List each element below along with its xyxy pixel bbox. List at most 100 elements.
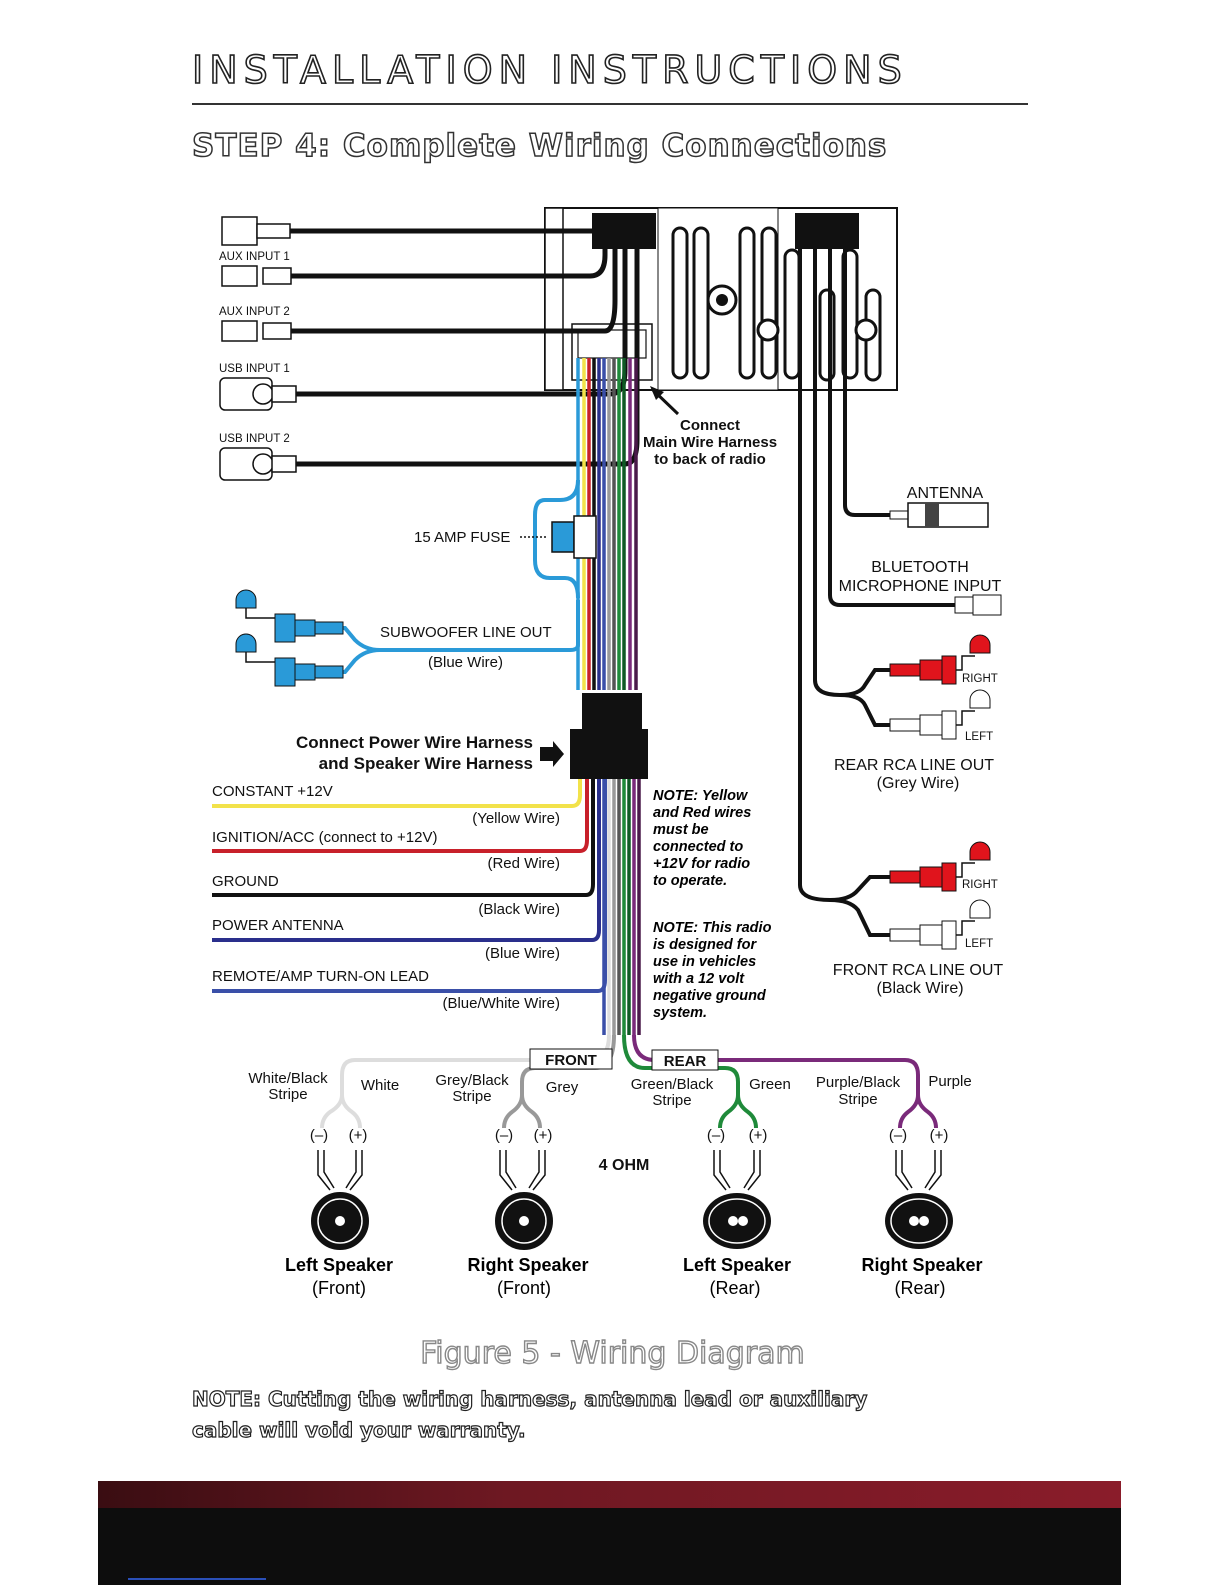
fuse-label: 15 AMP FUSE xyxy=(414,529,510,546)
sp1-pos-label: Grey xyxy=(546,1079,579,1096)
bt-mic-connector xyxy=(954,594,1002,616)
speaker-left-front xyxy=(311,1192,369,1250)
warranty-note: NOTE: Cutting the wiring harness, antenn… xyxy=(191,1386,868,1442)
rear-rca-right-label: RIGHT xyxy=(962,673,998,685)
front-rca-wire: (Black Wire) xyxy=(876,980,963,997)
front-rca-right xyxy=(889,841,991,892)
sp2-pos-label: Green xyxy=(749,1076,791,1093)
svg-text:(–): (–) xyxy=(707,1127,725,1144)
speaker-2-pos: (Rear) xyxy=(709,1278,760,1298)
speaker-right-rear xyxy=(885,1193,953,1249)
svg-text:(+): (+) xyxy=(749,1127,768,1144)
rear-rca-left xyxy=(889,689,991,740)
impedance-label: 4 OHM xyxy=(599,1157,650,1174)
power-wire-4-color: (Blue/White Wire) xyxy=(442,995,560,1012)
svg-text:NOTE: This radio: NOTE: This radio xyxy=(653,920,772,936)
radio-unit xyxy=(544,207,898,391)
front-rca-right-label: RIGHT xyxy=(962,879,998,891)
fuse-holder xyxy=(533,479,597,599)
svg-text:+12V for radio: +12V for radio xyxy=(653,856,750,872)
sp2-neg-label-1: Green/Black xyxy=(631,1076,714,1093)
page-header-title: INSTALLATION INSTRUCTIONS xyxy=(191,47,908,93)
rear-group-tag xyxy=(651,1049,719,1071)
aux-top-connector xyxy=(221,216,592,246)
footer-bar xyxy=(98,1508,1121,1585)
power-wire-0-label: CONSTANT +12V xyxy=(212,783,333,800)
sp0-pos-label: White xyxy=(361,1077,399,1094)
sp1-neg-label-2: Stripe xyxy=(452,1088,491,1105)
speaker-1-name: Right Speaker xyxy=(467,1255,588,1275)
main-harness-callout-3: to back of radio xyxy=(654,451,766,468)
svg-text:(+): (+) xyxy=(349,1127,368,1144)
power-wire-3-color: (Blue Wire) xyxy=(485,945,560,962)
sp2-neg-label-2: Stripe xyxy=(652,1092,691,1109)
power-harness-callout-2: and Speaker Wire Harness xyxy=(319,754,533,773)
speaker-left-rear xyxy=(703,1193,771,1249)
figure-caption: Figure 5 - Wiring Diagram xyxy=(420,1335,806,1371)
subwoofer-rca xyxy=(235,589,580,687)
bt-mic-label-2: MICROPHONE INPUT xyxy=(839,578,1002,595)
aux-input-2-label: AUX INPUT 2 xyxy=(219,306,290,318)
svg-text:(–): (–) xyxy=(889,1127,907,1144)
note-2: NOTE: This radio is designed for use in … xyxy=(653,920,772,1021)
svg-text:negative ground: negative ground xyxy=(653,988,767,1004)
header-divider xyxy=(192,103,1028,105)
sp3-neg-label-1: Purple/Black xyxy=(816,1074,901,1091)
speaker-0-name: Left Speaker xyxy=(285,1255,393,1275)
step-title: STEP 4: Complete Wiring Connections xyxy=(191,127,888,165)
power-wire-0-color: (Yellow Wire) xyxy=(472,810,560,827)
power-harness-top xyxy=(582,693,642,729)
front-rca-left xyxy=(889,899,991,950)
power-wire-2-color: (Black Wire) xyxy=(478,901,560,918)
speaker-1-pos: (Front) xyxy=(497,1278,551,1298)
sp0-neg-label-2: Stripe xyxy=(268,1086,307,1103)
footer-link-underline[interactable] xyxy=(128,1578,266,1580)
power-harness-callout-1: Connect Power Wire Harness xyxy=(296,733,533,752)
svg-text:(+): (+) xyxy=(930,1127,949,1144)
power-harness-plug xyxy=(570,729,648,779)
svg-text:and Red wires: and Red wires xyxy=(653,805,751,821)
aux-input-1-label: AUX INPUT 1 xyxy=(219,251,290,263)
sp1-neg-label-1: Grey/Black xyxy=(435,1072,509,1089)
aux-input-2-connector xyxy=(221,249,618,342)
svg-text:(+): (+) xyxy=(534,1127,553,1144)
sp0-neg-label-1: White/Black xyxy=(248,1070,328,1087)
bt-mic-label-1: BLUETOOTH xyxy=(871,559,969,576)
antenna-label: ANTENNA xyxy=(907,485,984,502)
svg-text:(–): (–) xyxy=(495,1127,513,1144)
rear-rca-left-label: LEFT xyxy=(965,731,993,743)
rear-rca-right xyxy=(889,634,991,685)
front-rca-label: FRONT RCA LINE OUT xyxy=(833,962,1004,979)
right-harness-wires xyxy=(798,249,955,937)
speaker-right-front xyxy=(495,1192,553,1250)
speaker-leads xyxy=(317,1150,942,1191)
usb-input-2-label: USB INPUT 2 xyxy=(219,433,290,445)
svg-text:system.: system. xyxy=(653,1005,707,1021)
sp3-neg-label-2: Stripe xyxy=(838,1091,877,1108)
speaker-wire-bundle xyxy=(602,779,641,1035)
speaker-3-name: Right Speaker xyxy=(861,1255,982,1275)
rear-group-label: REAR xyxy=(664,1053,707,1070)
speaker-3-pos: (Rear) xyxy=(894,1278,945,1298)
main-harness-callout-2: Main Wire Harness xyxy=(643,434,777,451)
front-rca-left-label: LEFT xyxy=(965,938,993,950)
rear-rca-label: REAR RCA LINE OUT xyxy=(834,757,994,774)
polarity-labels: (–) (+) (–) (+) (–) (+) (–) (+) xyxy=(310,1127,949,1144)
power-harness-arrow xyxy=(540,741,564,767)
front-group-label: FRONT xyxy=(545,1052,597,1069)
speaker-2-name: Left Speaker xyxy=(683,1255,791,1275)
footer-accent-bar xyxy=(98,1481,1121,1508)
svg-text:connected to: connected to xyxy=(653,839,743,855)
speaker-0-pos: (Front) xyxy=(312,1278,366,1298)
svg-text:is designed for: is designed for xyxy=(653,937,757,953)
svg-text:(–): (–) xyxy=(310,1127,328,1144)
sp3-pos-label: Purple xyxy=(928,1073,971,1090)
power-wires xyxy=(212,779,607,993)
front-group-tag xyxy=(529,1048,613,1070)
usb-input-1-label: USB INPUT 1 xyxy=(219,363,290,375)
main-harness-callout-1: Connect xyxy=(680,417,740,434)
subwoofer-label: SUBWOOFER LINE OUT xyxy=(380,624,552,641)
rear-rca-wire: (Grey Wire) xyxy=(877,775,960,792)
aux-input-1-connector xyxy=(221,249,608,287)
